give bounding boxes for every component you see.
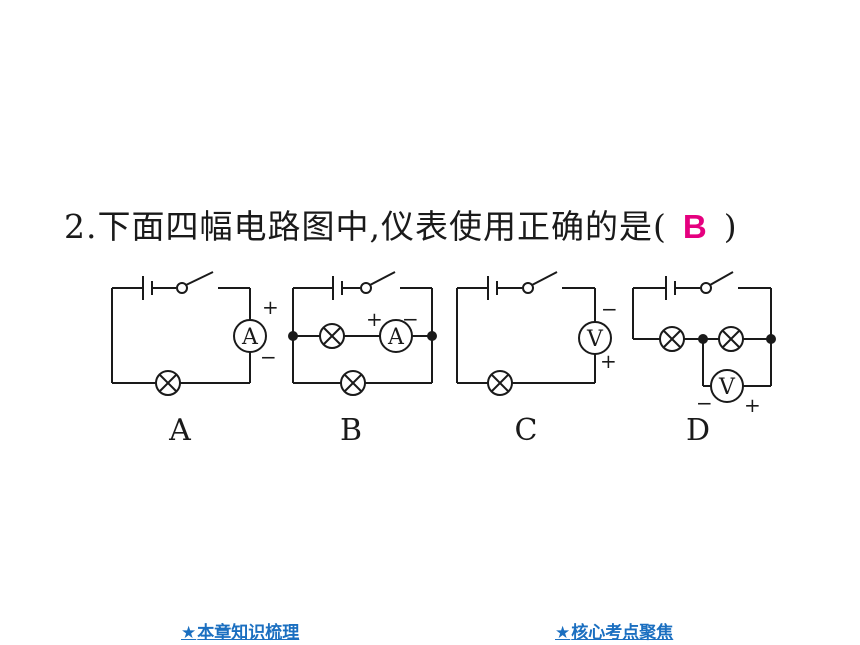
question-text: 2.下面四幅电路图中,仪表使用正确的是( B): [64, 200, 738, 248]
circuit-b-label: B: [340, 413, 362, 448]
circuit-d-minus-sign: −: [696, 391, 713, 415]
circuit-d-switch: [700, 271, 771, 294]
circuit-d: V − + D: [632, 271, 776, 448]
circuit-b-minus-sign: −: [402, 307, 419, 331]
answer-letter: B: [682, 208, 708, 245]
circuit-a-ammeter: A: [233, 319, 267, 353]
star-icon: ★: [181, 623, 197, 643]
circuit-a-meter-symbol: A: [241, 325, 259, 350]
circuit-a: A + − A: [111, 271, 279, 448]
circuit-d-plus-sign: +: [744, 393, 761, 417]
circuit-d-junction-middle: [698, 334, 708, 344]
circuit-d-battery: [633, 276, 700, 300]
circuit-d-meter-symbol: V: [718, 375, 736, 400]
circuit-d-lamp-right: [718, 326, 744, 352]
nav-link-chapter-summary[interactable]: ★本章知识梳理: [181, 618, 299, 643]
circuit-b-meter-symbol: A: [387, 325, 405, 350]
circuit-b-lamp-lower: [340, 370, 366, 396]
circuit-b-battery: [293, 276, 360, 300]
circuit-d-label: D: [686, 413, 710, 448]
circuit-c-label: C: [515, 413, 538, 448]
circuit-a-minus-sign: −: [260, 345, 277, 369]
circuit-c-plus-sign: +: [600, 349, 617, 373]
circuit-a-label: A: [168, 413, 191, 448]
circuit-a-battery: [112, 276, 176, 300]
circuit-c-meter-symbol: V: [586, 327, 604, 352]
circuit-d-lamp-left: [659, 326, 685, 352]
circuit-c: V − + C: [456, 271, 618, 448]
nav-link-key-points-label: 核心考点聚焦: [571, 623, 674, 643]
circuit-c-voltmeter: V: [578, 321, 612, 355]
question-suffix: ): [723, 207, 738, 246]
circuit-b-switch: [360, 271, 432, 294]
circuit-b: A + − B: [288, 271, 437, 448]
circuit-b-plus-sign: +: [366, 307, 383, 331]
circuit-c-battery: [457, 276, 522, 300]
star-icon: ★: [555, 623, 571, 643]
nav-link-key-points[interactable]: ★核心考点聚焦: [555, 618, 673, 643]
circuit-b-lamp-upper: [319, 323, 345, 349]
circuit-a-switch: [176, 271, 250, 294]
question-prefix: 2.下面四幅电路图中,仪表使用正确的是(: [64, 207, 667, 246]
circuit-c-lamp: [487, 370, 513, 396]
circuit-a-plus-sign: +: [262, 295, 279, 319]
circuit-a-lamp: [155, 370, 181, 396]
circuit-b-junction-left: [288, 331, 298, 341]
circuit-c-minus-sign: −: [601, 297, 618, 321]
circuit-d-junction-right: [766, 334, 776, 344]
circuit-d-voltmeter: V: [710, 369, 744, 403]
circuit-b-junction-right: [427, 331, 437, 341]
circuit-c-switch: [522, 271, 595, 294]
nav-link-chapter-summary-label: 本章知识梳理: [197, 623, 300, 643]
